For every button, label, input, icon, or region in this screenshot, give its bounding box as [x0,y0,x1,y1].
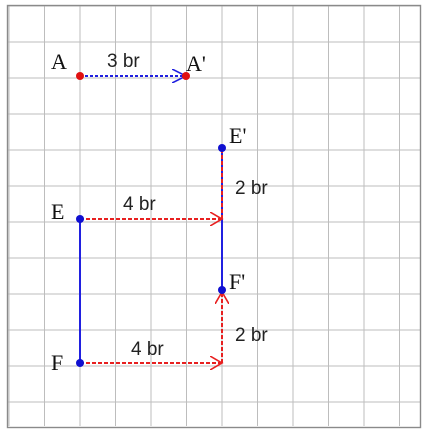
label-vector-aa-prime: 3 br [107,51,140,72]
point-f-prime [218,286,226,294]
point-e-prime [218,144,226,152]
label-e-shift: 4 br [123,194,156,215]
label-f-up: 2 br [235,325,268,346]
label-a: A [51,49,67,74]
label-e-up: 2 br [235,178,268,199]
label-e: E [51,199,64,224]
label-e-prime: E' [229,123,246,148]
label-f-prime: F' [229,269,245,294]
label-a-prime: A' [186,51,206,76]
point-f [76,359,84,367]
point-e [76,215,84,223]
point-a [76,72,84,80]
frame-border [6,4,422,429]
label-f-shift: 4 br [131,339,164,360]
label-f: F [51,350,63,375]
point-a-prime [182,72,190,80]
